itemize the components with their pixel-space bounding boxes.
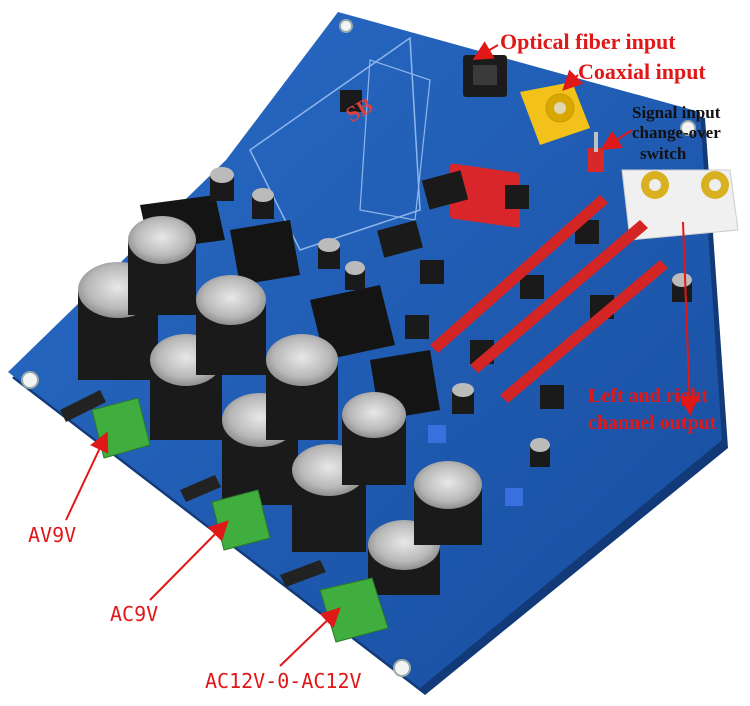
trimpots: [428, 425, 523, 506]
optical-input-label: Optical fiber input: [500, 29, 676, 54]
av9v-label: AV9V: [28, 523, 77, 547]
silkscreen-outline-2: [359, 59, 431, 221]
mounting-holes: [21, 19, 696, 677]
output-label-line2: channel output: [588, 412, 717, 434]
output-rca-connectors: [621, 169, 739, 241]
annotation-arrows: [65, 41, 700, 667]
optical-input-connector: [463, 55, 507, 97]
small-capacitors: [210, 167, 692, 467]
switch-label-line2: change-over: [632, 123, 721, 142]
large-capacitors: [78, 216, 482, 595]
red-relay: [450, 163, 520, 228]
switch-label-line1: Signal input: [632, 103, 721, 122]
output-label-line1: Left and right: [588, 385, 708, 407]
switch-label-line3: switch: [640, 144, 687, 163]
input-switch: [588, 132, 604, 172]
coaxial-rca-connector: [520, 82, 590, 145]
coaxial-input-label: Coaxial input: [578, 59, 706, 84]
red-headers: [430, 195, 668, 403]
silkscreen-outline: [249, 36, 421, 251]
ac9v-label: AC9V: [110, 602, 159, 626]
ac12v-label: AC12V-0-AC12V: [205, 669, 362, 693]
pin-headers: [60, 390, 326, 587]
